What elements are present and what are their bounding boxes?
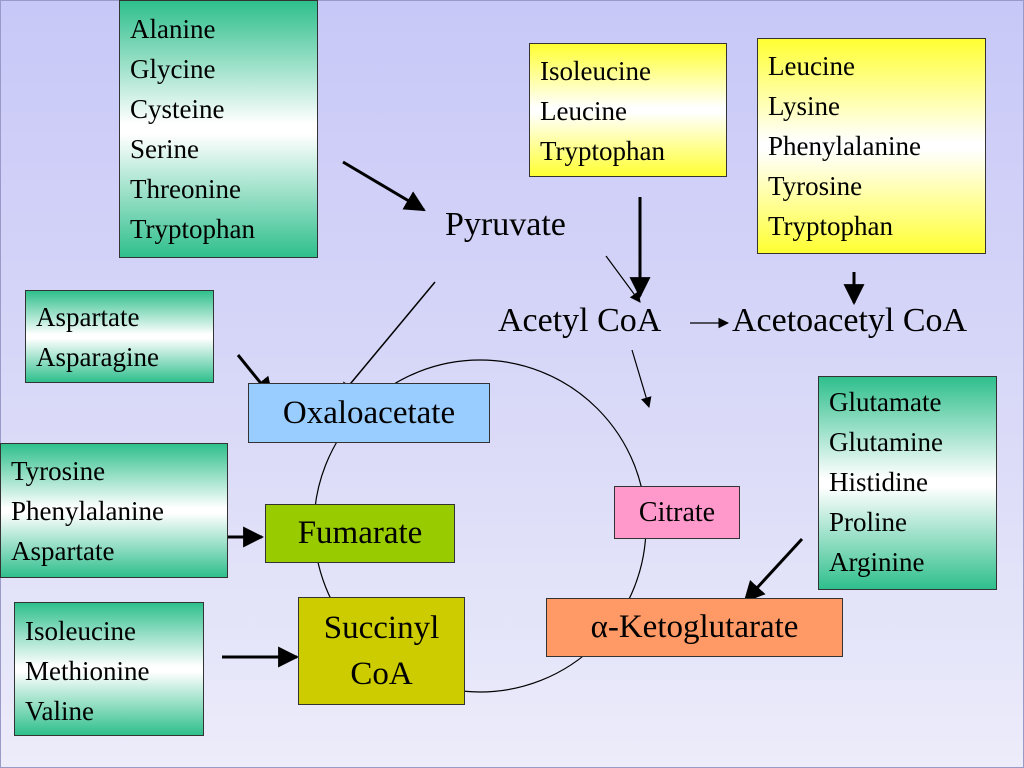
amino-acid-label: Leucine [540,96,627,126]
amino-acid-label: Phenylalanine [768,131,921,161]
acetoacetyl-coa-label: Acetoacetyl CoA [732,302,968,339]
amino-acid-label: Glutamine [829,427,943,457]
amino-acid-label: Threonine [130,174,241,204]
amino-acid-label: Proline [829,507,907,537]
ketoglutarate-node: α-Ketoglutarate [546,598,843,657]
arrow-acetyl-coa-to-citrate [631,349,652,409]
ketoglutarate-sources-box: Glutamate Glutamine Histidine Proline Ar… [818,376,997,590]
amino-acid-label: Tryptophan [768,211,894,241]
amino-acid-label: Aspartate [36,302,140,332]
succinyl-coa-line-1: Succinyl [323,610,440,646]
amino-acid-label: Tryptophan [540,136,666,166]
citrate-node: Citrate [614,486,740,539]
amino-acid-label: Phenylalanine [11,496,164,526]
amino-acid-label: Serine [130,134,199,164]
succinyl-coa-node: Succinyl CoA [298,597,465,705]
amino-acid-label: Valine [25,696,94,726]
amino-acid-label: Lysine [768,91,840,121]
amino-acid-label: Isoleucine [540,56,651,86]
arrow-aa-to-ketoglutarate [743,537,804,603]
amino-acid-label: Glutamate [829,387,942,417]
succinyl-coa-sources-box: Isoleucine Methionine Valine [14,602,204,736]
succinyl-coa-line-2: CoA [350,656,413,692]
amino-acid-label: Cysteine [130,94,225,124]
amino-acid-label: Asparagine [36,342,159,372]
arrow-pyruvate-to-acetyl-coa [605,255,641,303]
acetyl-coa-sources-box: Isoleucine Leucine Tryptophan [529,43,727,177]
arrow-aa-to-pyruvate [342,160,426,212]
amino-acid-label: Tyrosine [11,456,106,486]
pyruvate-sources-box: Alanine Glycine Cysteine Serine Threonin… [119,0,318,258]
amino-acid-label: Leucine [768,51,855,81]
amino-acid-label: Arginine [829,547,925,577]
amino-acid-label: Aspartate [11,536,115,566]
fumarate-sources-box: Tyrosine Phenylalanine Aspartate [0,443,228,578]
acetyl-coa-label: Acetyl CoA [498,302,662,339]
amino-acid-label: Alanine [130,14,216,44]
oxaloacetate-sources-box: Aspartate Asparagine [25,290,214,383]
amino-acid-label: Glycine [130,54,216,84]
pyruvate-label: Pyruvate [445,206,566,243]
amino-acid-label: Histidine [829,467,928,497]
amino-acid-label: Methionine [25,656,150,686]
amino-acid-label: Tyrosine [768,171,863,201]
acetoacetyl-coa-sources-box: Leucine Lysine Phenylalanine Tyrosine Tr… [757,38,986,254]
amino-acid-label: Isoleucine [25,616,136,646]
amino-acid-label: Tryptophan [130,214,256,244]
fumarate-node: Fumarate [265,504,455,563]
oxaloacetate-node: Oxaloacetate [248,383,490,443]
arrow-pyruvate-to-oxaloacetate [340,281,436,397]
